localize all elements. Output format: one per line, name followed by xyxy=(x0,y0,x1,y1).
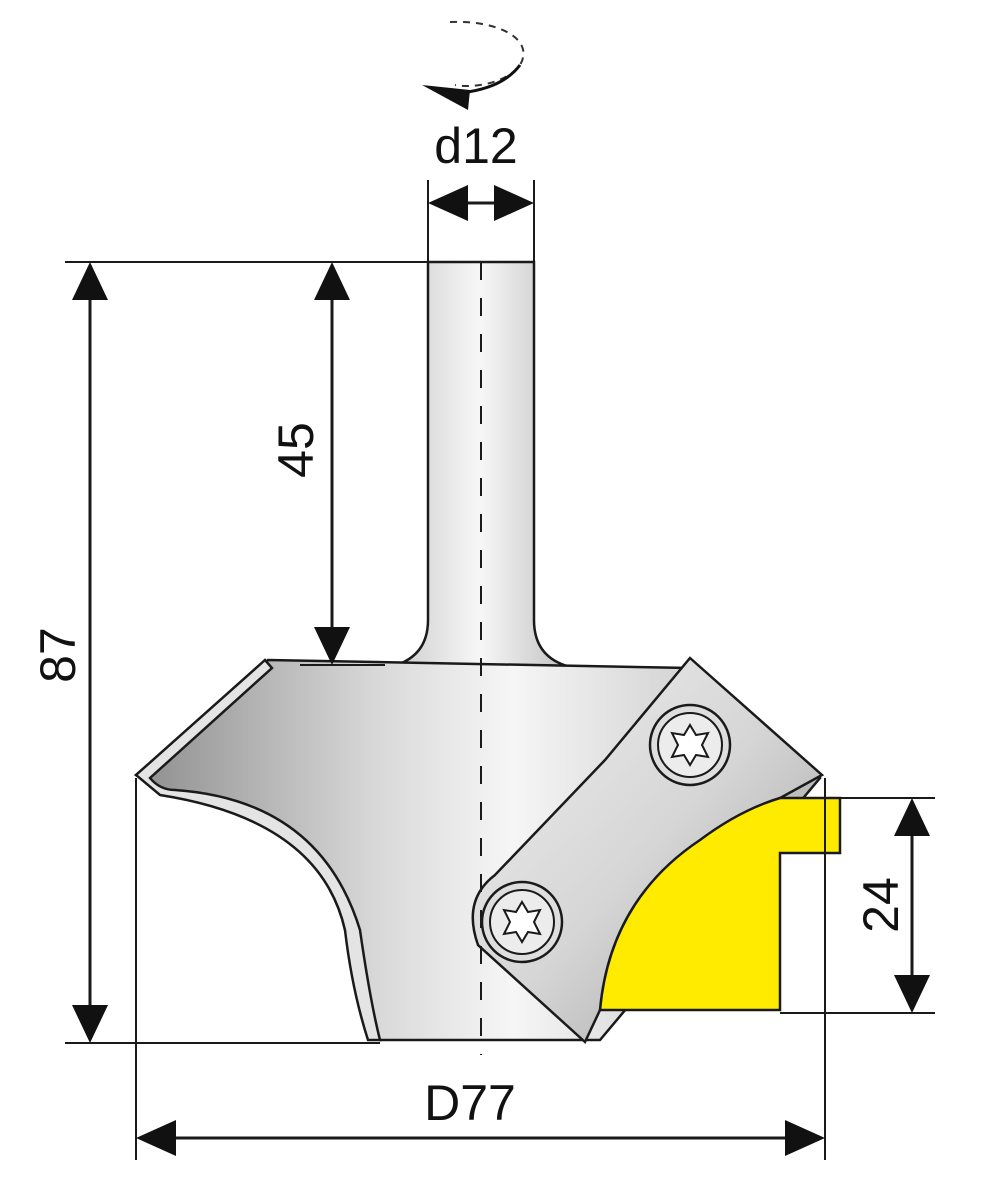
label-shank-diameter: d12 xyxy=(434,118,517,174)
dim-45 xyxy=(314,262,350,665)
label-shank-length: 45 xyxy=(268,422,324,478)
shank xyxy=(384,260,576,670)
label-cutting-diameter: D77 xyxy=(424,1075,516,1131)
rotation-arrow-icon xyxy=(422,20,525,110)
dim-D77 xyxy=(136,1120,825,1156)
dim-24 xyxy=(894,798,930,1013)
dim-87 xyxy=(72,262,108,1043)
label-profile-height: 24 xyxy=(853,877,909,933)
label-total-length: 87 xyxy=(30,627,86,683)
torx-screw-icon xyxy=(480,880,564,964)
dim-d12 xyxy=(428,185,534,221)
torx-screw-icon xyxy=(648,703,732,787)
dimension-lines xyxy=(65,180,935,1160)
